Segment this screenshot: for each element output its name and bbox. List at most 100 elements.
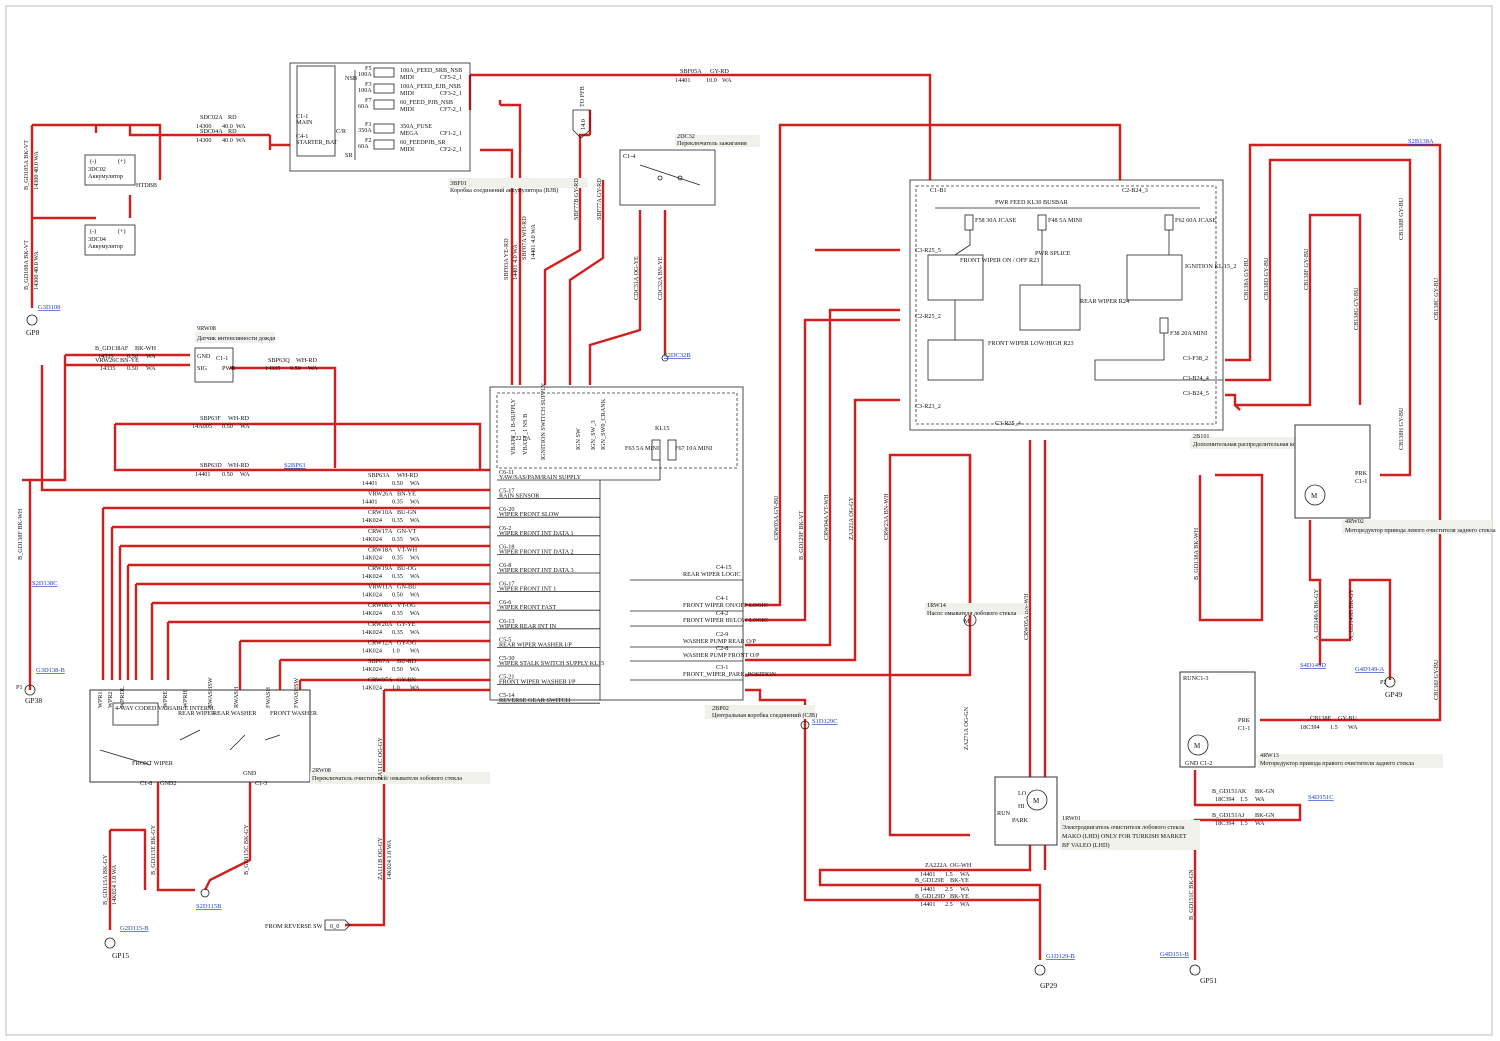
wire-label: CRW17A: [368, 528, 393, 535]
cjb-output-label: WASHER PUMP FRONT O/P: [683, 652, 760, 659]
wire-gd138af-size: 0.50: [127, 353, 138, 360]
splice-s2b138a[interactable]: S2B138A: [1408, 138, 1434, 145]
wire-vrw26c: VRW26C: [95, 357, 119, 364]
rl-code: 4RW02: [1345, 518, 1364, 525]
wire-sbp63f-size: 0.50: [222, 423, 233, 430]
cjb-output-label: WASHER PUMP REAR O/P: [683, 638, 756, 645]
wire-label: CRW20A: [368, 621, 393, 628]
splice-s4d151c[interactable]: S4D151C: [1308, 794, 1334, 801]
wire-gd129d-spec: 14401: [920, 901, 935, 908]
wire-za222a-size: 1.5: [945, 871, 953, 878]
wire-sd: WA: [410, 647, 420, 654]
pump-code: 1RW14: [927, 602, 946, 609]
cjb-ign-supply: IGNITION SWITCH SUPPLY: [540, 382, 547, 460]
wire-cb138c: CB138C GY-BU: [1433, 277, 1440, 320]
wire-spec: 14401: [362, 499, 377, 506]
fuse-cf: CF1-2_1: [440, 130, 462, 137]
wire-za111b-spec: 14K024 1.0 WA: [386, 839, 393, 880]
ground-g1d129b[interactable]: G1D129-B: [1046, 953, 1076, 960]
bus-r23b: FRONT WIPER LOW/HIGH R23: [988, 340, 1074, 347]
rear-wiper-motor-left: M PRK C1-1 4RW02 Моторедуктор привода ле…: [1294, 424, 1496, 534]
wire-za271a: ZA271A OG-GN: [963, 706, 970, 750]
splice-s2d115b[interactable]: S2D115B: [196, 903, 222, 910]
pfb-val: 14.0: [580, 119, 587, 130]
bus-ign: IGNITION KL 15_2: [1185, 263, 1236, 270]
motor-title: Электродвигатель очистителя лобового сте…: [1062, 824, 1185, 831]
bjb-cr: C/R: [336, 128, 347, 135]
ground-g3d138b[interactable]: G3D138-B: [36, 667, 66, 674]
rr-run: RUNC1-3: [1183, 675, 1208, 682]
wire-za111b: ZA111B OG-GY: [377, 837, 384, 880]
wire-vrw26c-size: 0.50: [127, 365, 138, 372]
splice-s2d138c[interactable]: S2D138C: [32, 580, 58, 587]
wire-gd138af-spec: 14335: [98, 353, 113, 360]
motor-m: M: [1033, 797, 1040, 805]
rl-m: M: [1311, 492, 1318, 500]
bat1-minus: (-): [90, 158, 96, 165]
fuse-cf: CF5-2_1: [440, 74, 462, 81]
stalk-c13: C1-3: [255, 780, 267, 787]
wire-spec: 14K024: [362, 536, 382, 543]
rain-sensor: GND SIG PWR C1-1 9RW08 Датчик интенсивно…: [194, 325, 275, 383]
wire-spec: 14K024: [362, 666, 382, 673]
wire-color: GY-OG: [397, 639, 417, 646]
wire-label: SBP67A: [368, 658, 390, 665]
wire-sbp63q-sd: WA: [308, 365, 318, 372]
wire-gd151aj-sd: WA: [1255, 820, 1265, 827]
cjb-signal-label: REVERSE GEAR SWITCH: [499, 697, 571, 704]
wire-spec: 14K024: [362, 592, 382, 599]
cjb-signal-pin: C5-17: [499, 488, 514, 495]
wire-sbp63d-size: 0.50: [222, 471, 233, 478]
ground-g4d151b[interactable]: G4D151-B: [1160, 951, 1190, 958]
wire-sbp63d: SBP63D: [200, 462, 222, 469]
rain-title: Датчик интенсивности дождя: [197, 335, 275, 342]
cjb-signal-pin: C6-11: [499, 469, 514, 476]
wire-gd108a: B_GD108A BK-VT: [23, 240, 30, 290]
ajb-box: PWR FEED KL30 BUSBAR C1-B1 C2-B24_3 F58 …: [909, 179, 1360, 449]
fuse-cf: CF7-2_1: [440, 106, 462, 113]
fuse-amp: 60A: [358, 103, 369, 110]
wire-sbf07a-spec: 14401 4.0 WA: [530, 224, 537, 260]
wire-sbp63q-col: WH-RD: [296, 357, 317, 364]
cjb-vbatt1: VBATT_1 B-SUPPLY: [510, 398, 517, 455]
bjb-nsb: NSB: [345, 75, 357, 82]
wire-sbp63q: SBP63Q: [268, 357, 290, 364]
stalk-gnd2: GND2: [160, 780, 177, 787]
stalk-front-wiper: FRONT WIPER: [132, 760, 174, 767]
wire-sbf77a: SBF77A GY-RD: [596, 178, 603, 220]
splice-s4d149d[interactable]: S4D149D: [1300, 662, 1326, 669]
wire-label: VRW26A: [368, 491, 393, 498]
ground-gp51: GP51: [1200, 976, 1217, 985]
bat2-code: 3DC04: [88, 236, 106, 243]
stalk-pin: WPR2: [107, 691, 114, 708]
splice-s1d129c[interactable]: S1D129C: [812, 718, 838, 725]
wire-crw04a: CRW04A VT-WH: [823, 494, 830, 540]
motor-hi: HI: [1018, 803, 1025, 810]
ground-g4d149a[interactable]: G4D149-A: [1355, 666, 1385, 673]
splice-s2bp63[interactable]: S2BP63: [284, 462, 305, 469]
cjb-ign-sw: IGN_SW_3: [590, 420, 597, 450]
wire-cb138h: CB138H GY-BU: [1398, 407, 1405, 450]
ground-g2d115b[interactable]: G2D115-B: [120, 925, 149, 932]
bjb-title: Коробка соединений аккумулятора (BJB): [450, 187, 558, 194]
bat2-plus: (+): [118, 228, 126, 235]
bus-c3b244: C3-B24_4: [1183, 375, 1209, 382]
wire-size: 0.50: [392, 592, 403, 599]
battery-3dc02: (-) (+) 3DC02 Аккумулятор HTDBB: [84, 154, 157, 189]
wire-sd: WA: [410, 610, 420, 617]
wire-sbp63q-spec: 14335: [265, 365, 280, 372]
ajb-code: 2B101: [1193, 433, 1210, 440]
fuse-amp: 60A: [358, 143, 369, 150]
pfb-label: TO PFB: [579, 86, 586, 107]
cjb-kl15: KL15: [655, 425, 669, 432]
fuse-type: MEGA: [400, 130, 419, 137]
wire-label: CRW08A: [368, 602, 393, 609]
ground-g3d108[interactable]: G3D108: [38, 304, 60, 311]
rain-gnd: GND: [197, 353, 211, 360]
splice-s2dc32b[interactable]: S2DC32B: [664, 352, 691, 359]
fuse-symbol: [373, 99, 395, 110]
rr-title: Моторедуктор привода правого очистителя …: [1260, 760, 1414, 767]
wire-za111c: ZA111C OG-GY: [377, 737, 384, 780]
